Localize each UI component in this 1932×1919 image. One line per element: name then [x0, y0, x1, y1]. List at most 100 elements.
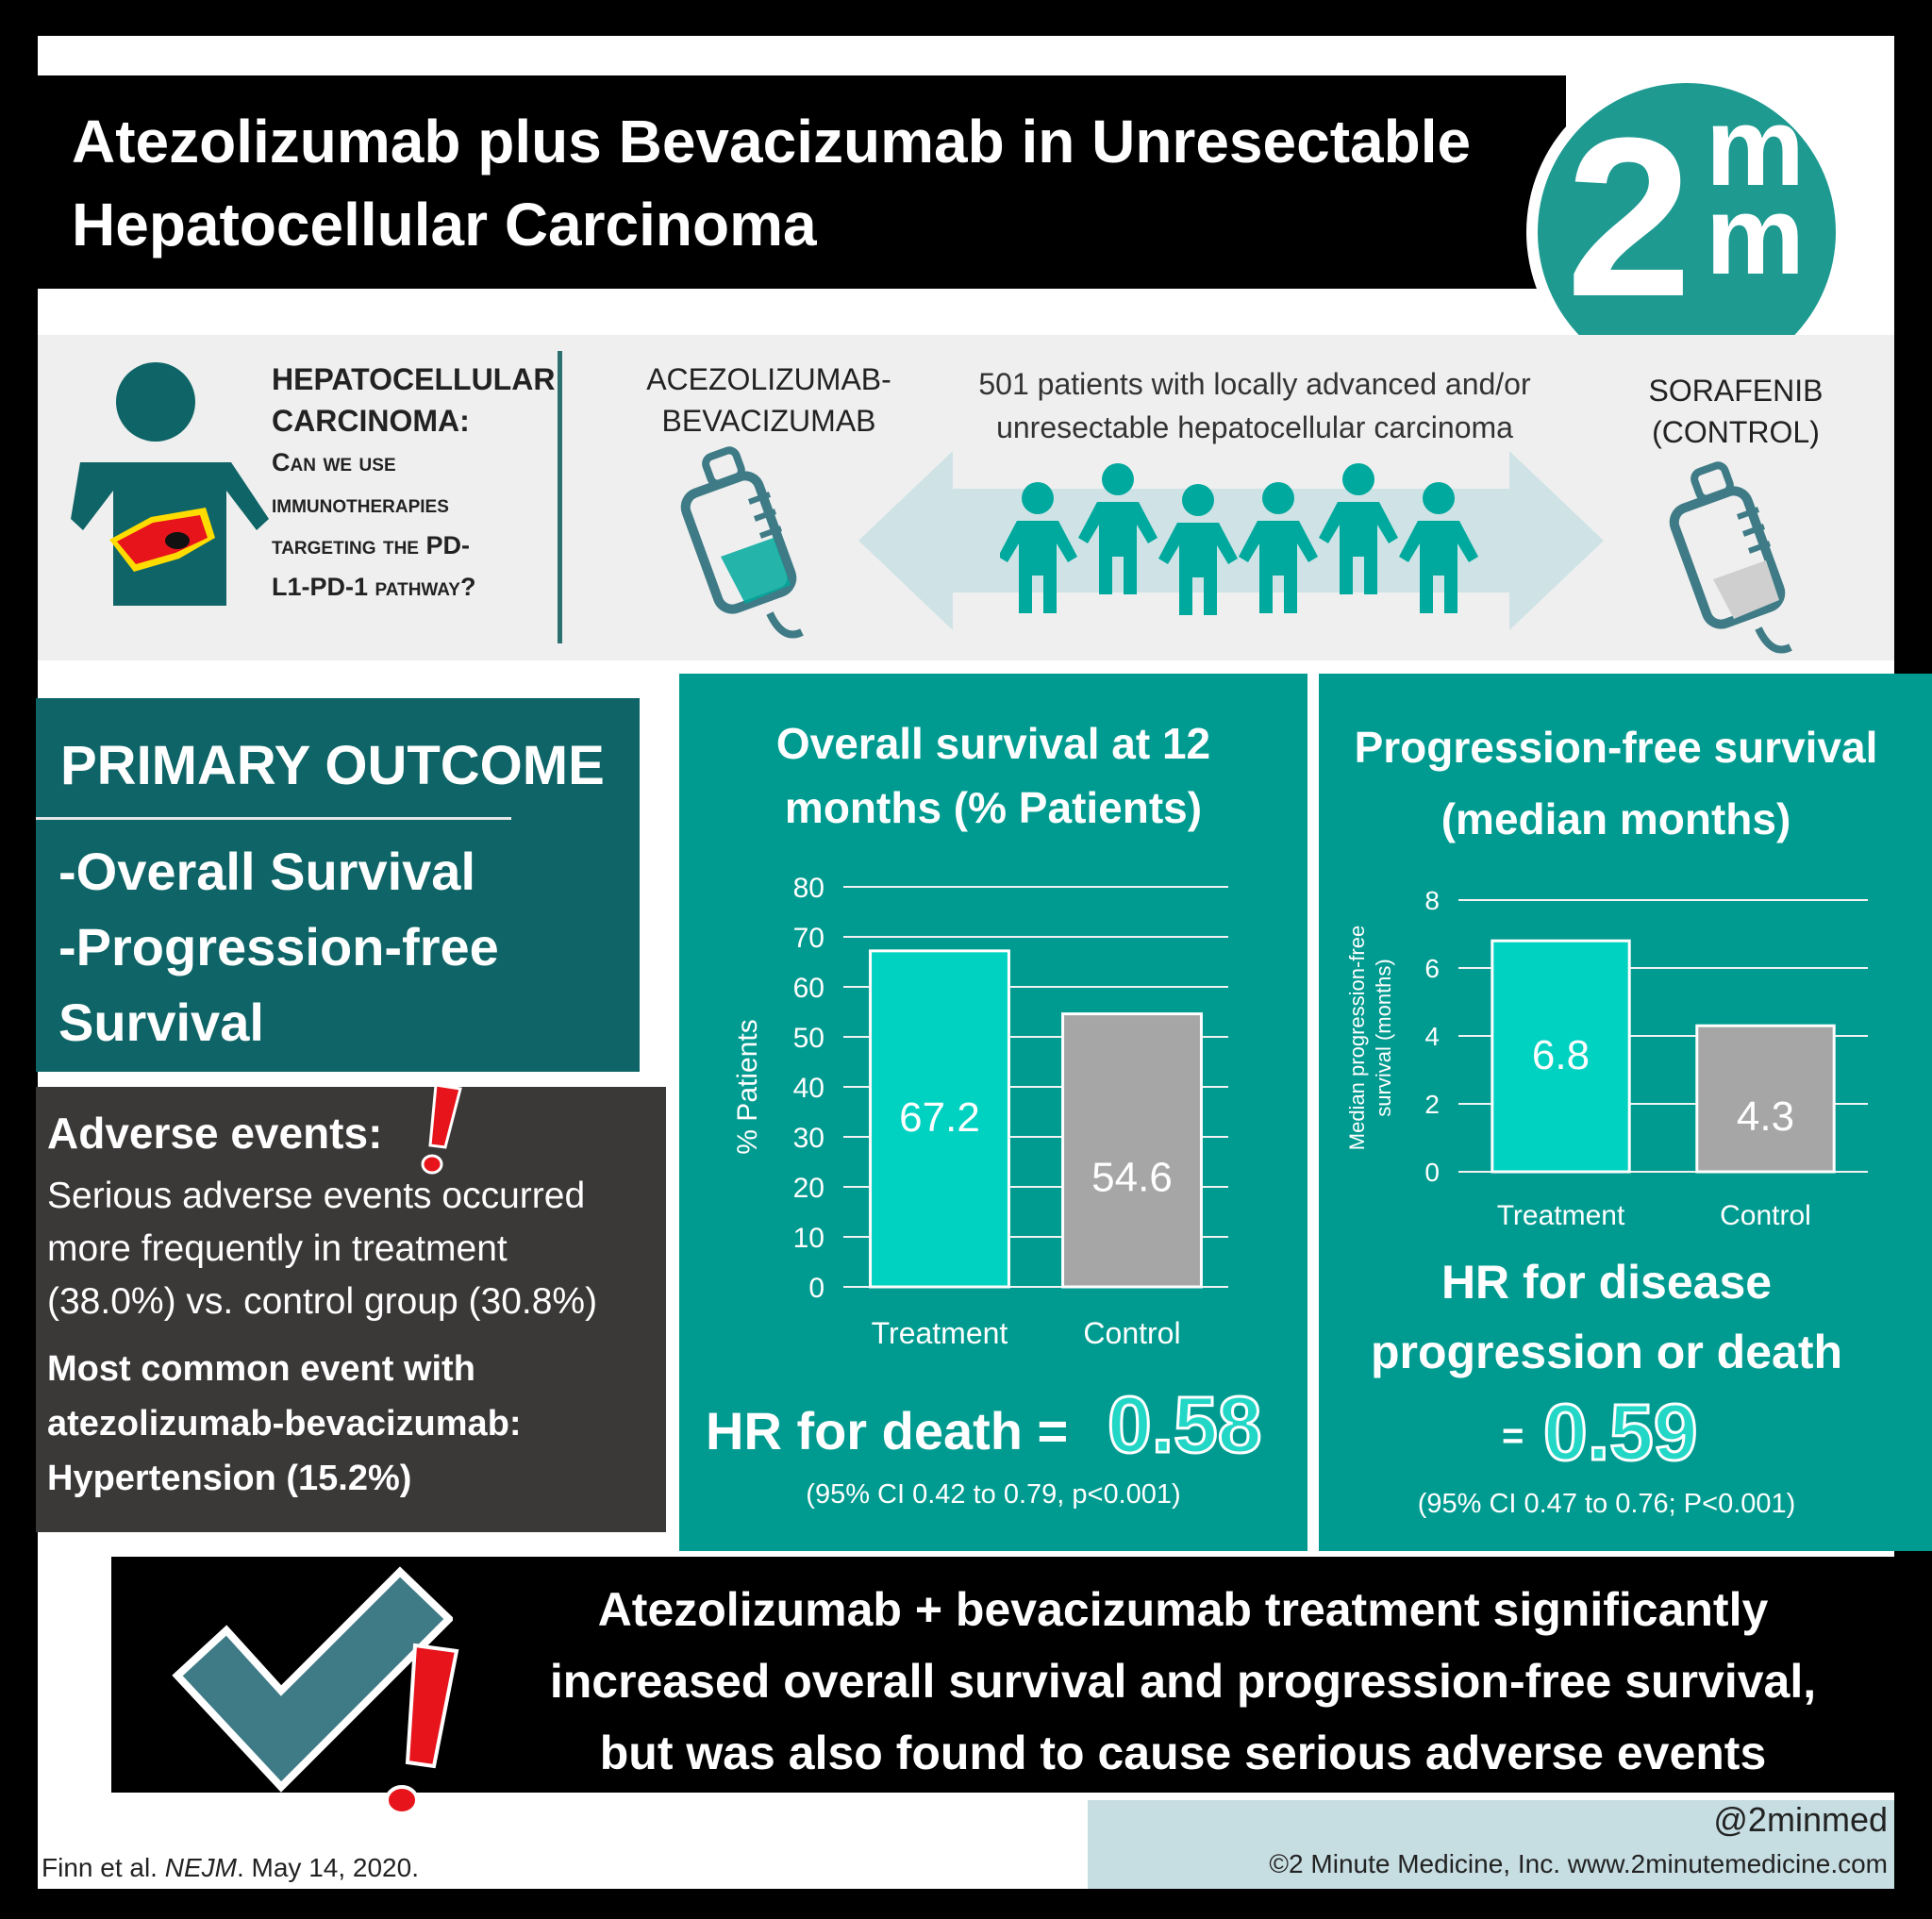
common-event-line-2: atezolizumab-bevacizumab: [47, 1404, 522, 1443]
pfs-hr-label: HR for disease progression or death [1319, 1247, 1894, 1387]
primary-outcome-item-1: -Overall Survival [58, 842, 476, 901]
adverse-events-box [36, 1087, 666, 1532]
population-text: 501 patients with locally advanced and/o… [915, 362, 1594, 449]
pfs-data-label: 6.8 [1532, 1032, 1590, 1078]
conclusion-line-1: Atezolizumab + bevacizumab treatment sig… [597, 1583, 1769, 1636]
logo-letter-bottom: m [1706, 174, 1805, 298]
conclusion-text: Atezolizumab + bevacizumab treatment sig… [472, 1574, 1894, 1789]
pfs-ytick-label: 0 [1424, 1158, 1440, 1187]
os-ytick-label: 30 [793, 1123, 824, 1154]
os-ytick-label: 70 [793, 923, 824, 954]
citation-date: . May 14, 2020. [236, 1853, 419, 1882]
pfs-confidence-interval: (95% CI 0.47 to 0.76; P<0.001) [1417, 1489, 1796, 1519]
primary-outcome-item-2: -Progression-free [58, 917, 499, 976]
os-hr-value: 0.58 [1107, 1379, 1263, 1471]
question-line-1: HEPATOCELLULAR [272, 362, 556, 396]
footer-box [1088, 1800, 1894, 1889]
os-confidence-interval: (95% CI 0.42 to 0.79, p<0.001) [806, 1479, 1181, 1510]
primary-outcome-rule [36, 817, 511, 820]
checkmark-icon [172, 1566, 453, 1793]
os-data-label: 54.6 [1091, 1155, 1173, 1201]
pfs-ytick-label: 8 [1424, 886, 1440, 915]
os-ytick-label: 0 [808, 1273, 824, 1304]
header-bar [38, 75, 1566, 289]
adverse-text-line-1: Serious adverse events occurred [47, 1176, 586, 1216]
os-ytick-label: 80 [793, 873, 824, 904]
conclusion-exclamation-icon [387, 1643, 459, 1815]
primary-outcome-box [36, 698, 640, 1072]
conclusion-line-2: increased overall survival and progressi… [549, 1655, 1817, 1708]
os-ytick-label: 20 [793, 1173, 824, 1204]
primary-outcome-list: -Overall Survival -Progression-free Surv… [58, 834, 625, 1060]
os-chart-title: Overall survival at 12 months (% Patient… [679, 711, 1307, 840]
patient-group-icon [1000, 463, 1478, 615]
os-bar [1061, 1012, 1203, 1289]
logo-trademark: TM [1792, 113, 1809, 126]
os-category-label: Treatment [872, 1316, 1008, 1350]
pfs-y-axis-label-line-2: survival (months) [1372, 959, 1395, 1116]
os-ytick-label: 60 [793, 973, 824, 1004]
os-ytick-label: 10 [793, 1223, 824, 1254]
treatment-arm-label: ACEZOLIZUMAB- BEVACIZUMAB [604, 359, 934, 442]
os-category-label: Control [1083, 1316, 1180, 1350]
pfs-ytick-label: 2 [1424, 1090, 1440, 1119]
pfs-ytick-label: 4 [1424, 1022, 1440, 1051]
adverse-text-line-2: more frequently in treatment [47, 1228, 508, 1269]
citation-authors: Finn et al. [42, 1853, 165, 1882]
pfs-hr-label-line-1: HR for disease [1441, 1256, 1773, 1309]
pfs-chart-title: Progression-free survival (median months… [1319, 711, 1913, 855]
pfs-title-line-2: (median months) [1441, 794, 1791, 843]
title-line-1: Atezolizumab plus Bevacizumab in Unresec… [72, 108, 1472, 175]
iv-bag-treatment-icon [680, 446, 804, 639]
study-question: HEPATOCELLULAR CARCINOMA: Can we use imm… [272, 359, 555, 608]
adverse-text-line-3: (38.0%) vs. control group (30.8%) [47, 1281, 598, 1322]
pfs-hr-equals: = [1502, 1415, 1524, 1457]
conclusion-line-3: but was also found to cause serious adve… [599, 1727, 1767, 1779]
copyright-text: ©2 Minute Medicine, Inc. www.2minutemedi… [1269, 1849, 1888, 1878]
question-line-4: immunotherapies [272, 490, 449, 518]
question-line-5: targeting the PD- [272, 531, 470, 559]
os-bar-chart: 0102030405060708067.2Treatment54.6Contro… [732, 873, 1228, 1350]
question-line-3: Can we use [272, 448, 396, 476]
pfs-y-axis-label-line-1: Median progression-free [1345, 926, 1369, 1150]
social-handle: @2minmed [1713, 1800, 1888, 1839]
primary-outcome-item-3: Survival [58, 993, 264, 1052]
os-ytick-label: 50 [793, 1023, 824, 1054]
os-hr-label: HR for death = [706, 1401, 1069, 1460]
question-line-6: L1-PD-1 pathway? [272, 573, 476, 601]
primary-outcome-title: PRIMARY OUTCOME [60, 735, 605, 796]
control-arm-line-2: (CONTROL) [1652, 415, 1820, 449]
adverse-events-text: Serious adverse events occurred more fre… [47, 1170, 660, 1328]
logo-digit: 2 [1566, 91, 1692, 343]
population-line-1: 501 patients with locally advanced and/o… [978, 367, 1531, 401]
logo [1538, 83, 1836, 381]
logo-letter-top: m [1706, 85, 1805, 209]
most-common-event: Most common event with atezolizumab-beva… [47, 1342, 660, 1506]
control-arm-label: SORAFENIB (CONTROL) [1594, 370, 1877, 453]
treatment-arm-line-1: ACEZOLIZUMAB- [646, 362, 891, 396]
pfs-ytick-label: 6 [1424, 954, 1440, 983]
iv-bag-control-icon [1669, 461, 1792, 654]
os-ytick-label: 40 [793, 1073, 824, 1104]
control-arm-line-1: SORAFENIB [1648, 374, 1824, 408]
pfs-category-label: Control [1720, 1200, 1811, 1231]
treatment-arm-line-2: BEVACIZUMAB [661, 404, 876, 438]
pfs-category-label: Treatment [1497, 1200, 1625, 1231]
page-title: Atezolizumab plus Bevacizumab in Unresec… [72, 100, 1543, 266]
common-event-line-3: Hypertension (15.2%) [47, 1459, 412, 1498]
question-line-2: CARCINOMA: [272, 404, 470, 438]
common-event-line-1: Most common event with [47, 1349, 475, 1389]
exclamation-icon [421, 1083, 462, 1175]
os-title-line-1: Overall survival at 12 [775, 719, 1211, 768]
adverse-events-title: Adverse events: [47, 1109, 383, 1158]
os-title-line-2: months (% Patients) [784, 783, 1203, 832]
pfs-title-line-1: Progression-free survival [1354, 723, 1878, 772]
os-y-axis-label: % Patients [732, 1019, 763, 1154]
os-bar [869, 949, 1010, 1289]
pfs-hr-label-line-2: progression or death [1370, 1326, 1843, 1378]
pfs-data-label: 4.3 [1737, 1093, 1794, 1140]
citation: Finn et al. NEJM. May 14, 2020. [42, 1853, 419, 1883]
patient-liver-icon [71, 362, 269, 606]
pfs-bar [1491, 939, 1631, 1174]
